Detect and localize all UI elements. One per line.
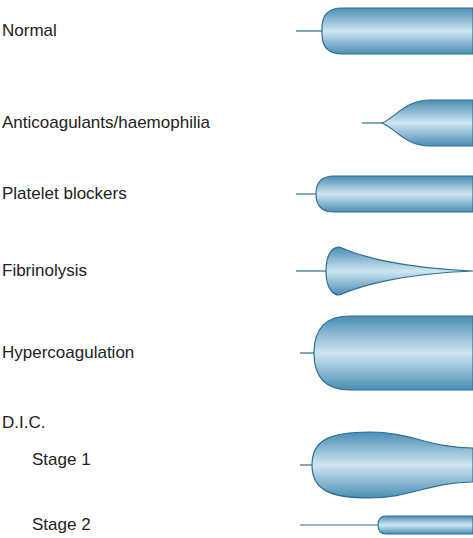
baseline	[300, 524, 378, 525]
hypercoagulation-trace	[314, 316, 473, 390]
row-label: D.I.C.	[2, 413, 45, 433]
baseline	[296, 193, 316, 194]
baseline	[296, 270, 326, 271]
row-label: Fibrinolysis	[2, 261, 87, 281]
baseline	[300, 464, 312, 465]
dic-stage1-trace	[312, 432, 473, 498]
baseline	[362, 122, 382, 123]
anticoagulant-trace	[382, 100, 473, 146]
row-label: Stage 2	[32, 515, 91, 535]
baseline	[300, 352, 314, 353]
row-label: Platelet blockers	[2, 184, 127, 204]
fibrinolysis-trace	[326, 247, 473, 295]
row-label: Stage 1	[32, 450, 91, 470]
row-label: Hypercoagulation	[2, 343, 134, 363]
dic-stage2-trace	[378, 516, 473, 534]
platelet-trace	[316, 176, 473, 212]
normal-trace	[322, 8, 473, 54]
row-label: Anticoagulants/haemophilia	[2, 113, 210, 133]
baseline	[296, 30, 322, 31]
row-label: Normal	[2, 21, 57, 41]
